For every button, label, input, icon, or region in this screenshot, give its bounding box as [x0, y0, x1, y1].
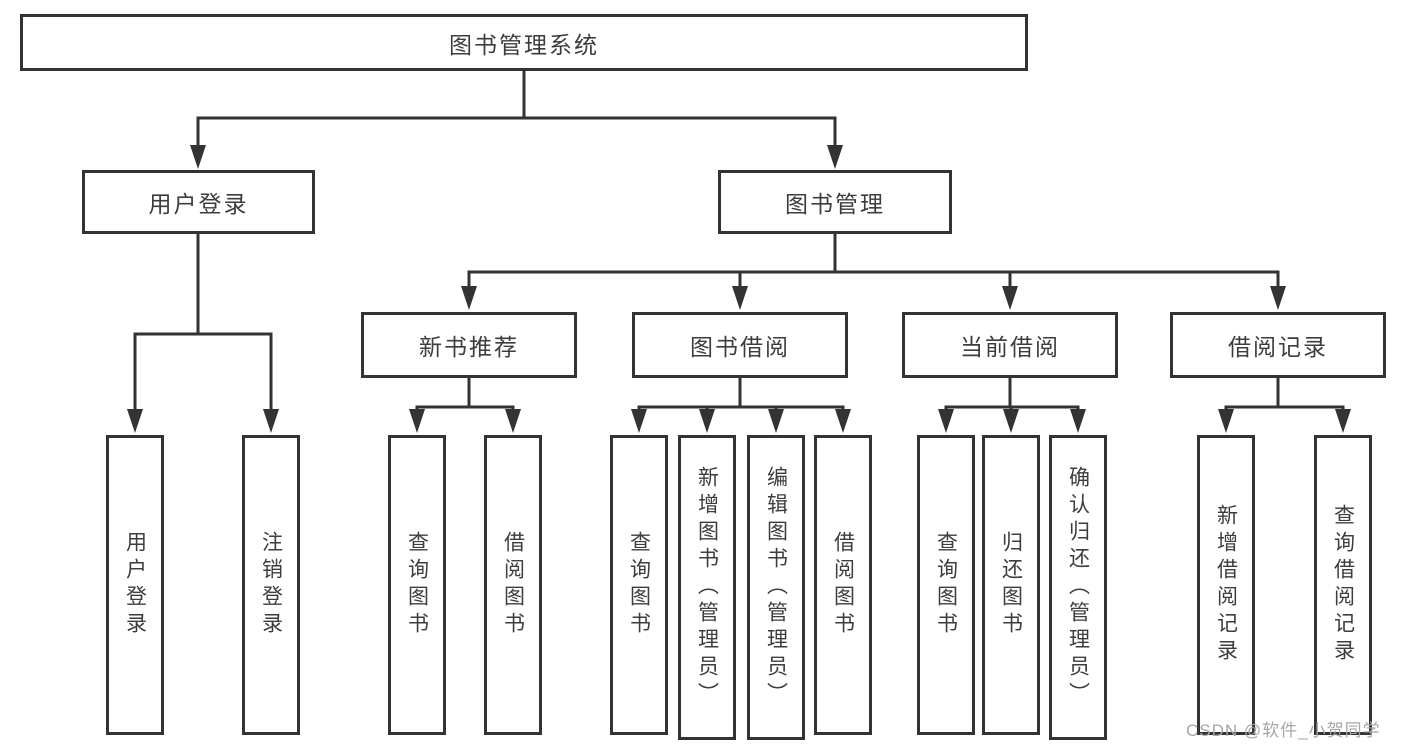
leaf-add-borrow-record: 新增借阅记录: [1197, 435, 1255, 735]
leaf-add-borrow-record-label: 新增借阅记录: [1214, 504, 1238, 666]
leaf-query-borrow-record: 查询借阅记录: [1314, 435, 1372, 735]
node-current-borrowing: 当前借阅: [902, 312, 1118, 378]
leaf-add-book-admin-label: 新增图书（管理员）: [695, 466, 719, 709]
node-current-borrowing-label: 当前借阅: [960, 334, 1060, 360]
node-book-management: 图书管理: [718, 170, 952, 234]
leaf-query-books-borrowing: 查询图书: [610, 435, 668, 735]
node-borrowing-records-label: 借阅记录: [1228, 334, 1328, 360]
leaf-confirm-return-admin-label: 确认归还（管理员）: [1066, 466, 1090, 709]
leaf-logout: 注销登录: [242, 435, 300, 735]
leaf-logout-label: 注销登录: [259, 531, 283, 639]
node-root-system: 图书管理系统: [20, 14, 1028, 71]
leaf-return-books: 归还图书: [982, 435, 1040, 735]
node-book-borrowing-label: 图书借阅: [690, 334, 790, 360]
node-borrowing-records: 借阅记录: [1170, 312, 1386, 378]
leaf-return-books-label: 归还图书: [999, 531, 1023, 639]
leaf-query-books-current: 查询图书: [917, 435, 975, 735]
leaf-borrow-books-recommend: 借阅图书: [484, 435, 542, 735]
leaf-query-books-recommend: 查询图书: [388, 435, 446, 735]
leaf-borrow-books: 借阅图书: [814, 435, 872, 735]
leaf-borrow-books-label: 借阅图书: [831, 531, 855, 639]
node-new-book-recommend-label: 新书推荐: [419, 334, 519, 360]
leaf-query-books-borrowing-label: 查询图书: [627, 531, 651, 639]
node-root-label: 图书管理系统: [449, 31, 599, 58]
leaf-query-books-current-label: 查询图书: [934, 531, 958, 639]
leaf-edit-book-admin-label: 编辑图书（管理员）: [764, 466, 788, 709]
node-user-login-label: 用户登录: [148, 191, 249, 217]
leaf-query-borrow-record-label: 查询借阅记录: [1331, 504, 1355, 666]
node-book-management-label: 图书管理: [785, 191, 885, 217]
csdn-watermark: CSDN @软件_小贺同学: [1186, 721, 1381, 740]
leaf-add-book-admin: 新增图书（管理员）: [678, 435, 736, 740]
node-book-borrowing: 图书借阅: [632, 312, 848, 378]
leaf-confirm-return-admin: 确认归还（管理员）: [1049, 435, 1107, 740]
node-user-login: 用户登录: [82, 170, 315, 234]
leaf-user-login-label: 用户登录: [123, 531, 147, 639]
leaf-borrow-books-recommend-label: 借阅图书: [501, 531, 525, 639]
leaf-query-books-recommend-label: 查询图书: [405, 531, 429, 639]
arrowhead-icons: [127, 145, 1351, 433]
leaf-edit-book-admin: 编辑图书（管理员）: [747, 435, 805, 740]
leaf-user-login: 用户登录: [106, 435, 164, 735]
node-new-book-recommend: 新书推荐: [361, 312, 577, 378]
